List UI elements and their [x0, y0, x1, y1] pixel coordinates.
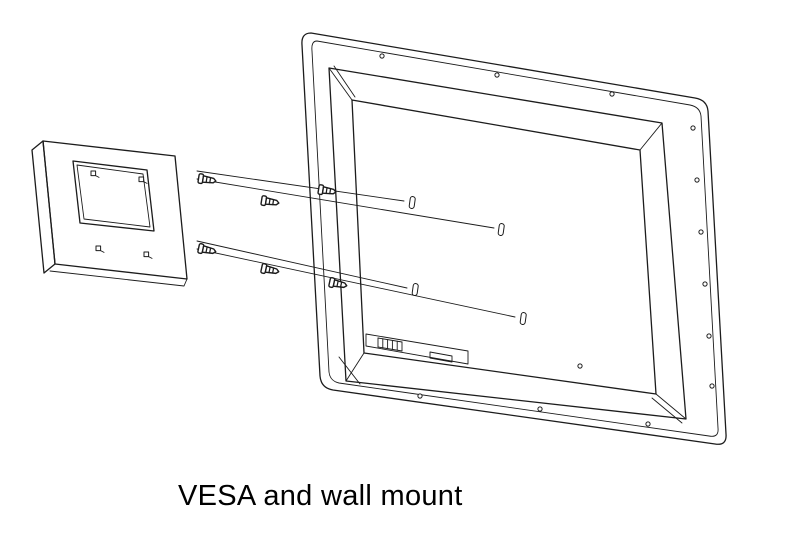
screw-alignment-lines: [196, 170, 516, 318]
screw-icon: [260, 194, 281, 209]
plate-bottom-fold: [49, 270, 188, 287]
monitor-inner-bezel: [311, 40, 719, 437]
screw-icon: [317, 183, 338, 198]
plate-slot: [95, 245, 105, 253]
monitor-back: [301, 32, 727, 445]
screw-hole: [706, 333, 712, 339]
plate-face: [42, 140, 188, 280]
screw-icon: [196, 242, 218, 258]
screw-hole: [709, 383, 715, 389]
screw-hole: [577, 363, 583, 369]
bezel-screw-holes: [379, 53, 715, 427]
vesa-plate: [31, 140, 188, 287]
alignment-line: [196, 240, 408, 289]
screw-hole: [537, 406, 543, 412]
monitor-outer-bezel: [301, 32, 727, 445]
plate-slot: [90, 170, 100, 178]
screw-hole: [698, 229, 704, 235]
screw-hole: [645, 421, 651, 427]
screw-hole: [702, 281, 708, 287]
plate-cutout-outer: [72, 160, 155, 232]
plate-slot: [138, 176, 148, 184]
rear-panel-outer: [328, 67, 687, 420]
alignment-line: [196, 248, 516, 318]
screw-hole: [379, 53, 385, 59]
panel-corner-bevels: [328, 65, 687, 424]
keyhole-slot: [408, 195, 417, 210]
keyhole-slot: [519, 311, 528, 326]
compartment-outline: [365, 333, 469, 365]
screw-icon: [259, 262, 281, 278]
screw-hole: [690, 125, 696, 131]
connector-comb: [377, 337, 403, 352]
plate-flange: [31, 140, 56, 274]
diagram-caption: VESA and wall mount: [178, 480, 463, 512]
plate-cutout-inner: [76, 164, 151, 228]
screw-icon: [197, 172, 218, 187]
vesa-keyholes: [408, 195, 528, 326]
connector-compartment: [365, 333, 469, 365]
screw-hole: [694, 177, 700, 183]
plate-slot: [143, 251, 153, 259]
screw-hole: [417, 393, 423, 399]
connector-port: [429, 351, 453, 363]
alignment-line: [196, 170, 405, 202]
plate-mount-slots: [90, 170, 153, 259]
alignment-line: [196, 178, 495, 229]
screw-hole: [609, 91, 615, 97]
screw-hole: [494, 72, 500, 78]
keyhole-slot: [497, 222, 506, 237]
keyhole-slot: [411, 282, 420, 297]
